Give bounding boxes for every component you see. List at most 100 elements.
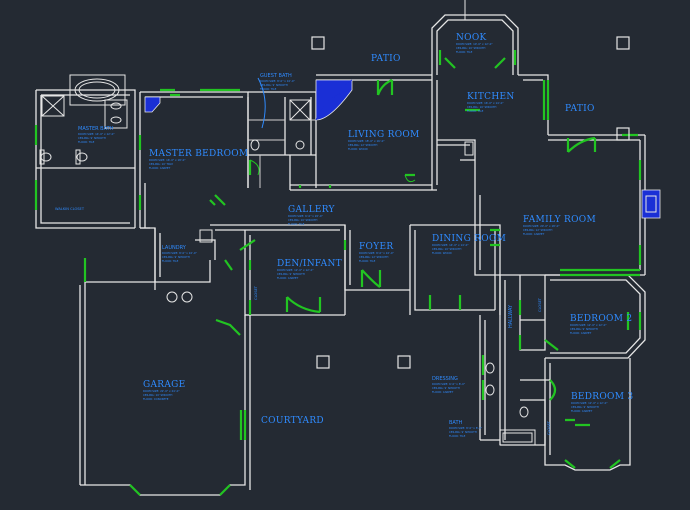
- svg-text:FLOOR: CARPET: FLOOR: CARPET: [149, 166, 171, 170]
- svg-text:CEILING: 12' SMOOTH: CEILING: 12' SMOOTH: [523, 228, 552, 232]
- doors-windows: [34, 50, 642, 496]
- svg-text:CEILING: 12' SMOOTH: CEILING: 12' SMOOTH: [348, 143, 377, 147]
- svg-text:ROOM SIZE: 6'-0" x 20'-0": ROOM SIZE: 6'-0" x 20'-0": [288, 214, 323, 218]
- shower-master: [41, 95, 65, 117]
- svg-text:CEILING: 10' SMOOTH: CEILING: 10' SMOOTH: [456, 46, 485, 50]
- tub-bath: [499, 429, 536, 446]
- dryer: [181, 291, 193, 303]
- toilet-guest: [250, 139, 260, 151]
- svg-text:FLOOR: WOOD: FLOOR: WOOD: [348, 147, 368, 151]
- label-closet-den: CLOSET: [254, 285, 258, 300]
- label-nook: NOOK: [456, 33, 487, 43]
- label-guest-bath: GUEST BATH: [260, 73, 292, 79]
- svg-text:CEILING: 9' SMOOTH: CEILING: 9' SMOOTH: [570, 327, 598, 331]
- svg-text:ROOM SIZE: 22'-0" x 24'-0": ROOM SIZE: 22'-0" x 24'-0": [143, 389, 180, 393]
- toilet-dressing: [485, 362, 495, 374]
- svg-text:FLOOR: TILE: FLOOR: TILE: [78, 140, 95, 144]
- svg-text:ROOM SIZE: 18'-0" x 16'-0": ROOM SIZE: 18'-0" x 16'-0": [348, 139, 385, 143]
- column: [616, 36, 630, 50]
- svg-text:CEILING: 10' SMOOTH: CEILING: 10' SMOOTH: [467, 105, 496, 109]
- columns: [311, 0, 630, 369]
- column: [616, 127, 630, 141]
- svg-text:ROOM SIZE: 6'-0" x 8'-0": ROOM SIZE: 6'-0" x 8'-0": [432, 382, 465, 386]
- svg-text:ROOM SIZE: 12'-0" x 12'-0": ROOM SIZE: 12'-0" x 12'-0": [571, 401, 608, 405]
- svg-text:FLOOR: TILE: FLOOR: TILE: [260, 87, 277, 91]
- fireplace-family: [641, 189, 661, 219]
- column: [311, 36, 325, 50]
- svg-text:ROOM SIZE: 16'-0" x 14'-0": ROOM SIZE: 16'-0" x 14'-0": [467, 101, 504, 105]
- label-bath: BATH: [449, 420, 463, 426]
- svg-text:ROOM SIZE: 12'-0" x 12'-0": ROOM SIZE: 12'-0" x 12'-0": [277, 268, 314, 272]
- washer: [166, 291, 178, 303]
- label-master-bedroom: MASTER BEDROOM: [149, 149, 248, 159]
- bathtub: [69, 74, 126, 106]
- svg-text:ROOM SIZE: 8'-0" x 10'-0": ROOM SIZE: 8'-0" x 10'-0": [260, 79, 295, 83]
- label-garage: GARAGE: [143, 380, 186, 390]
- label-dressing: DRESSING: [432, 376, 458, 382]
- label-walkin-closet: WALKIN CLOSET: [55, 207, 85, 211]
- svg-text:FLOOR: TILE: FLOOR: TILE: [467, 109, 484, 113]
- svg-text:FLOOR: CARPET: FLOOR: CARPET: [432, 390, 454, 394]
- svg-text:ROOM SIZE: 10'-0" x 12'-0": ROOM SIZE: 10'-0" x 12'-0": [456, 42, 493, 46]
- svg-text:CEILING: 9' SMOOTH: CEILING: 9' SMOOTH: [162, 255, 190, 259]
- svg-text:CEILING: 9' SMOOTH: CEILING: 9' SMOOTH: [432, 386, 460, 390]
- fixtures: [39, 74, 661, 446]
- fireplace-living: [315, 79, 353, 121]
- label-master-bath: MASTER BATH: [78, 126, 114, 132]
- svg-text:ROOM SIZE: 8'-0" x 8'-0": ROOM SIZE: 8'-0" x 8'-0": [449, 426, 482, 430]
- svg-text:FLOOR: TILE: FLOOR: TILE: [359, 259, 376, 263]
- svg-text:FLOOR: CONCRETE: FLOOR: CONCRETE: [143, 397, 169, 401]
- kitchen-island: [464, 141, 474, 156]
- label-gallery: GALLERY: [288, 205, 336, 215]
- fireplace-master: [144, 96, 161, 113]
- svg-text:FLOOR: TILE: FLOOR: TILE: [449, 434, 466, 438]
- shower-guest: [289, 99, 311, 121]
- svg-text:FLOOR: WOOD: FLOOR: WOOD: [432, 251, 452, 255]
- svg-text:ROOM SIZE: 16'-0" x 18'-0": ROOM SIZE: 16'-0" x 18'-0": [149, 158, 186, 162]
- svg-text:ROOM SIZE: 8'-0" x 10'-0": ROOM SIZE: 8'-0" x 10'-0": [359, 251, 394, 255]
- label-patio-right: PATIO: [565, 104, 595, 114]
- label-patio-top: PATIO: [371, 54, 401, 64]
- label-family-room: FAMILY ROOM: [523, 215, 596, 225]
- column: [397, 355, 411, 369]
- svg-text:CEILING: 9' SMOOTH: CEILING: 9' SMOOTH: [277, 272, 305, 276]
- label-foyer: FOYER: [359, 242, 393, 252]
- label-den-infant: DEN/INFANT: [277, 259, 342, 269]
- toilet-bath: [519, 406, 529, 418]
- label-hallway: HALLWAY: [508, 304, 514, 328]
- label-courtyard: COURTYARD: [261, 416, 324, 426]
- svg-text:FLOOR: TILE: FLOOR: TILE: [288, 222, 305, 226]
- label-bedroom2: BEDROOM 2: [570, 314, 632, 324]
- label-kitchen: KITCHEN: [467, 92, 515, 102]
- label-living-room: LIVING ROOM: [348, 130, 420, 140]
- svg-text:CEILING: 9' SMOOTH: CEILING: 9' SMOOTH: [571, 405, 599, 409]
- column: [316, 355, 330, 369]
- svg-text:CEILING: 9' SMOOTH: CEILING: 9' SMOOTH: [260, 83, 288, 87]
- label-bedroom3: BEDROOM 3: [571, 392, 633, 402]
- svg-text:FLOOR: CARPET: FLOOR: CARPET: [277, 276, 299, 280]
- labels: NOOK ROOM SIZE: 10'-0" x 12'-0" CEILING:…: [55, 33, 633, 438]
- toilet-master: [40, 152, 52, 162]
- vanity: [104, 99, 128, 129]
- walls: [35, 14, 646, 496]
- svg-text:CEILING: 10' TRAY: CEILING: 10' TRAY: [149, 162, 174, 166]
- svg-text:FLOOR: TILE: FLOOR: TILE: [456, 50, 473, 54]
- svg-text:CEILING: 12' SMOOTH: CEILING: 12' SMOOTH: [359, 255, 388, 259]
- tub-basin: [74, 78, 120, 102]
- svg-text:ROOM SIZE: 14'-0" x 14'-0": ROOM SIZE: 14'-0" x 14'-0": [432, 243, 469, 247]
- label-closet-br3: CLOSET: [547, 420, 551, 435]
- svg-text:FLOOR: TILE: FLOOR: TILE: [162, 259, 179, 263]
- svg-text:FLOOR: CARPET: FLOOR: CARPET: [571, 409, 593, 413]
- svg-text:ROOM SIZE: 8'-0" x 10'-0": ROOM SIZE: 8'-0" x 10'-0": [162, 251, 197, 255]
- svg-text:CEILING: 10' SMOOTH: CEILING: 10' SMOOTH: [432, 247, 461, 251]
- svg-text:FLOOR: CARPET: FLOOR: CARPET: [570, 331, 592, 335]
- svg-text:CEILING: 9' SMOOTH: CEILING: 9' SMOOTH: [78, 136, 106, 140]
- label-laundry: LAUNDRY: [162, 245, 187, 251]
- svg-text:ROOM SIZE: 12'-0" x 12'-0": ROOM SIZE: 12'-0" x 12'-0": [570, 323, 607, 327]
- label-closet-br2: CLOSET: [538, 297, 542, 312]
- label-dining-room: DINING ROOM: [432, 234, 506, 244]
- svg-text:ROOM SIZE: 20'-0" x 18'-0": ROOM SIZE: 20'-0" x 18'-0": [523, 224, 560, 228]
- svg-text:CEILING: 9' SMOOTH: CEILING: 9' SMOOTH: [449, 430, 477, 434]
- svg-text:FLOOR: CARPET: FLOOR: CARPET: [523, 232, 545, 236]
